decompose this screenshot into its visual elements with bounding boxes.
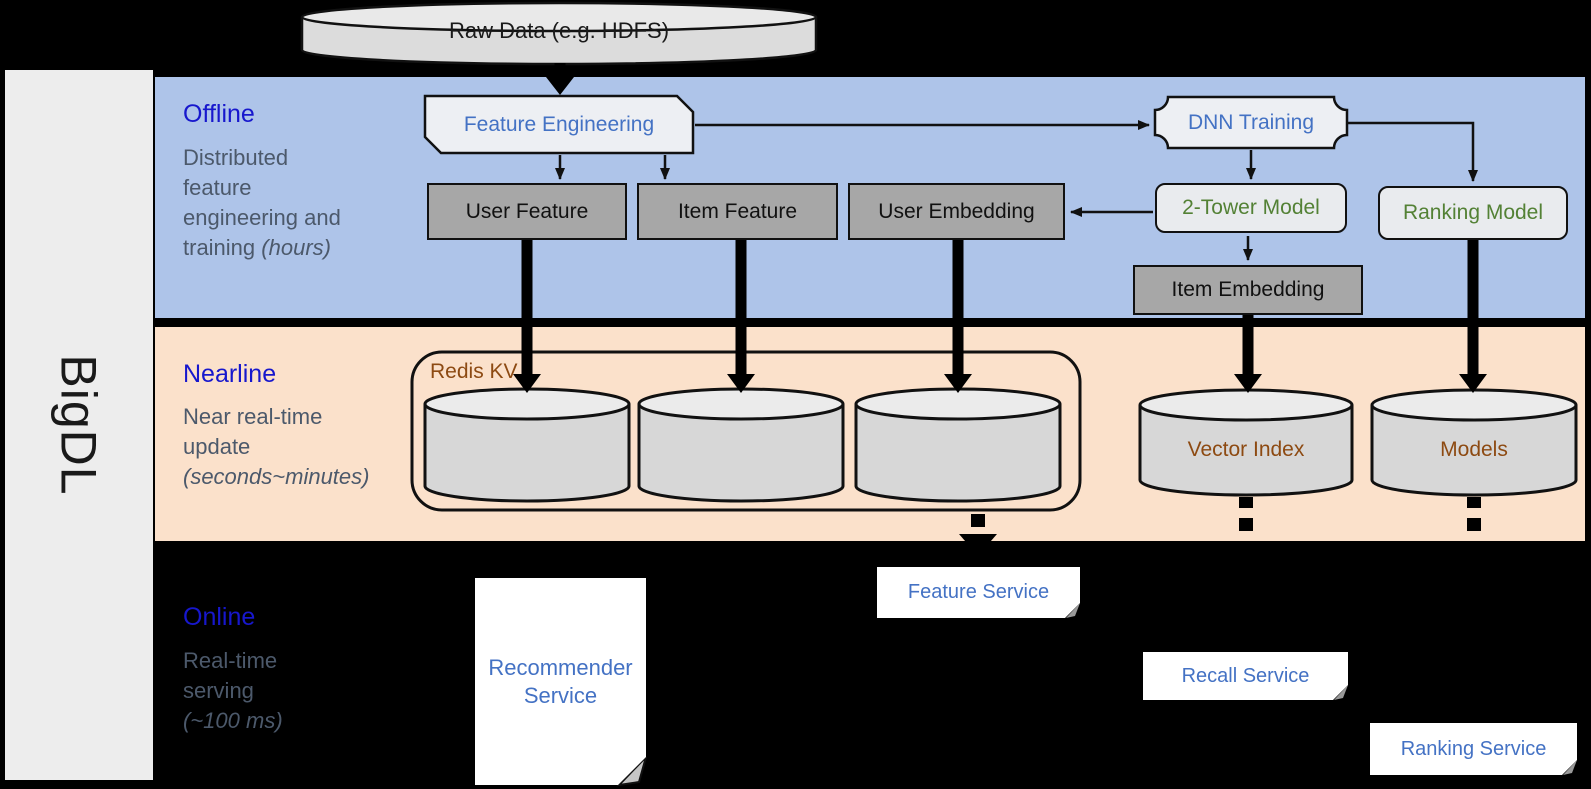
dash-vector-index-2 [1239, 518, 1253, 531]
recall-service-node: Recall Service [1143, 652, 1348, 700]
ranking-service-node: Ranking Service [1370, 723, 1577, 775]
thick-arrows [513, 63, 1487, 393]
feature-engineering-node: Feature Engineering [463, 112, 655, 136]
models-cylinder [1370, 388, 1578, 497]
online-lane-description: Real-time serving (~100 ms) [183, 648, 283, 733]
recommender-doc-fold [616, 756, 647, 787]
dnn-training-shape [1153, 95, 1349, 150]
arrow-item-feature-to-db [727, 240, 755, 393]
arrow-dnn-to-ranking-model [1347, 121, 1478, 182]
page-folds [616, 603, 1577, 787]
arrow-user-embedding-to-db [944, 240, 972, 393]
item-embedding-node: Item Embedding [1133, 265, 1363, 315]
arrow-user-feature-to-db [513, 238, 541, 393]
bigdl-sidebar: BigDL [5, 70, 153, 780]
dash-redis-to-feature-service [971, 514, 985, 527]
offline-lane-title: Offline [183, 100, 255, 128]
recommender-service-node: Recommender Service [475, 578, 646, 785]
nearline-lane-title: Nearline [183, 360, 277, 388]
nearline-lane-description: Near real-time update (seconds~minutes) [183, 404, 370, 489]
redis-kv-label: Redis KV [430, 360, 518, 383]
dash-models-2 [1467, 518, 1481, 531]
user-embedding-node: User Embedding [848, 183, 1065, 240]
redis-db-cylinder-1 [423, 387, 631, 503]
arrow-rawdata-to-fe [546, 63, 574, 95]
arrow-ranking-model-to-models [1459, 238, 1487, 393]
item-feature-node: Item Feature [637, 183, 838, 240]
feature-service-node: Feature Service [877, 567, 1080, 618]
dashed-connectors [959, 497, 1481, 556]
raw-data-label: Raw Data (e.g. HDFS) [448, 18, 670, 43]
recall-service-fold [1334, 685, 1348, 700]
redis-db-cylinder-3 [854, 387, 1062, 503]
arrowhead-redis-to-feature-service [959, 534, 997, 556]
ranking-service-fold [1563, 760, 1577, 775]
feature-service-fold [1066, 603, 1080, 618]
dash-models-1 [1467, 497, 1481, 508]
online-lane-title: Online [183, 603, 256, 631]
thin-arrows [555, 120, 1478, 261]
dash-vector-index-1 [1239, 497, 1253, 508]
models-label: Models [1440, 438, 1508, 461]
vector-index-label: Vector Index [1187, 438, 1305, 461]
arrow-item-embedding-to-vector-index [1234, 313, 1262, 393]
dnn-training-node: DNN Training [1187, 110, 1315, 134]
two-tower-model-node: 2-Tower Model [1155, 183, 1347, 233]
user-feature-node: User Feature [427, 183, 627, 240]
redis-db-cylinder-2 [637, 387, 845, 503]
feature-engineering-shape [423, 94, 695, 155]
ranking-model-node: Ranking Model [1378, 186, 1568, 240]
vector-index-cylinder [1138, 388, 1354, 497]
offline-lane-description: Distributed feature engineering and trai… [183, 145, 341, 260]
